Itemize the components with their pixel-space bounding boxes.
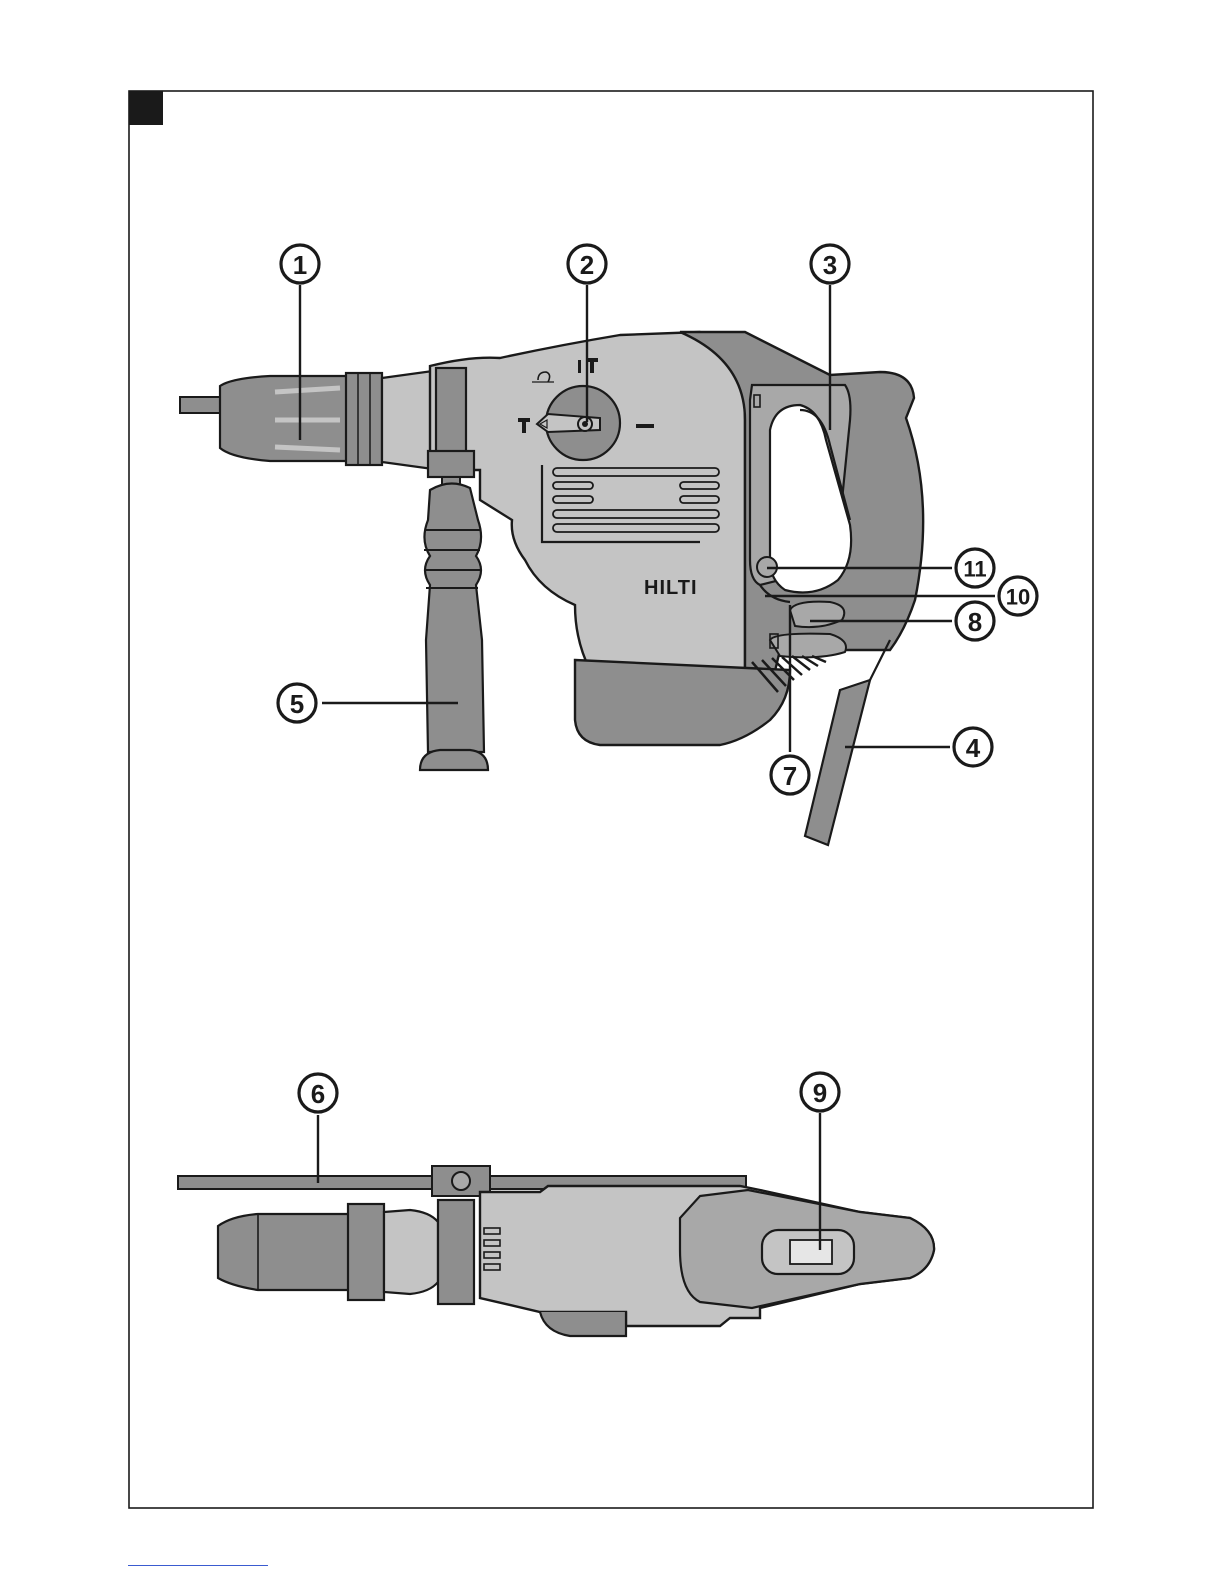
svg-text:4: 4 <box>966 733 981 763</box>
callout-5: 5 <box>278 684 316 722</box>
drill-bit-stub <box>180 397 222 413</box>
corner-tab <box>129 91 163 125</box>
motor-housing <box>575 660 790 745</box>
brand-logo: HILTI <box>644 577 698 599</box>
callout-2: 2 <box>568 245 606 283</box>
svg-text:11: 11 <box>963 557 986 582</box>
svg-text:10: 10 <box>1006 585 1030 610</box>
callout-8: 8 <box>956 602 994 640</box>
drill-mode-icon <box>636 424 654 428</box>
callout-7: 7 <box>771 756 809 794</box>
power-cord <box>805 680 870 845</box>
side-handle <box>424 483 484 752</box>
callout-11: 11 <box>956 549 994 587</box>
svg-text:9: 9 <box>813 1078 827 1108</box>
svg-text:5: 5 <box>290 689 304 719</box>
top-chuck <box>218 1214 350 1290</box>
callout-10: 10 <box>999 577 1037 615</box>
svg-text:7: 7 <box>783 761 797 791</box>
svg-text:6: 6 <box>311 1079 325 1109</box>
side-view: HILTI <box>180 332 923 845</box>
callout-6: 6 <box>299 1074 337 1112</box>
svg-text:8: 8 <box>968 607 982 637</box>
callout-4: 4 <box>954 728 992 766</box>
callout-9: 9 <box>801 1073 839 1111</box>
footer-link-underline[interactable] <box>128 1565 268 1567</box>
callout-3: 3 <box>811 245 849 283</box>
callout-1: 1 <box>281 245 319 283</box>
svg-text:1: 1 <box>293 250 307 280</box>
svg-text:3: 3 <box>823 250 837 280</box>
trigger <box>790 602 844 627</box>
svg-text:2: 2 <box>580 250 594 280</box>
locking-sleeve <box>346 373 382 465</box>
